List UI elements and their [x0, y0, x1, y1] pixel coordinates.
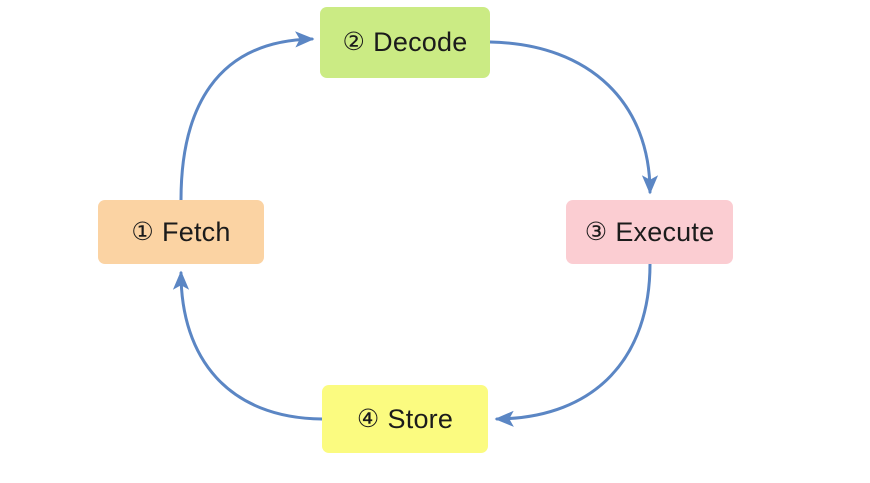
- node-execute[interactable]: ③ Execute: [566, 200, 733, 264]
- node-fetch-label: Fetch: [162, 216, 231, 247]
- edge-store-to-fetch: [172, 270, 324, 421]
- node-store[interactable]: ④ Store: [322, 385, 488, 453]
- node-execute-label: Execute: [615, 216, 715, 247]
- node-decode-marker: ②: [342, 28, 366, 56]
- edge-execute-to-store: [494, 262, 652, 427]
- node-decode[interactable]: ② Decode: [320, 7, 490, 78]
- edge-fetch-to-decode: [179, 31, 315, 202]
- edge-decode-to-execute: [488, 40, 659, 195]
- node-store-marker: ④: [356, 404, 380, 433]
- node-execute-marker: ③: [584, 217, 608, 246]
- node-fetch-marker: ①: [131, 217, 155, 246]
- node-store-label: Store: [387, 403, 454, 434]
- node-fetch[interactable]: ① Fetch: [98, 200, 264, 264]
- node-decode-label: Decode: [373, 27, 468, 57]
